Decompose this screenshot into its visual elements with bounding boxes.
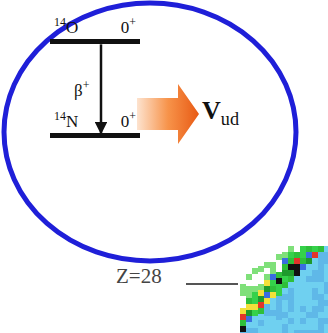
axis-line [186,283,238,285]
energy-level: 14N 0+ [50,110,140,138]
magic-number: Z=28 [116,264,162,289]
highlight-circle [4,3,296,261]
nuclide-chart [240,246,328,333]
spin-parity: 0+ [121,16,136,37]
ckm-element: Vud [202,96,239,130]
orange-arrow [137,84,199,144]
spin-parity: 0+ [121,110,136,131]
nucleus-label: 14O [54,16,78,37]
nucleus-label: 14N [54,110,78,131]
decay-arrow [100,44,103,133]
energy-level: 14O 0+ [50,16,140,44]
decay-mode: β+ [74,78,89,101]
